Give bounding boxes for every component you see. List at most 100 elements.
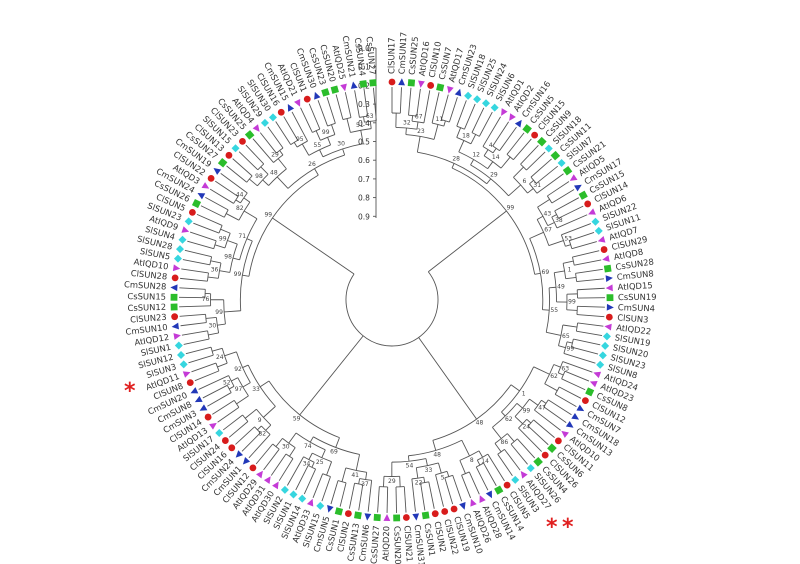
branch-segment	[468, 471, 480, 495]
bootstrap-label: 11	[435, 116, 443, 123]
bootstrap-label: 99	[264, 212, 272, 219]
species-marker	[485, 490, 492, 499]
branch-segment	[187, 240, 214, 250]
species-marker	[596, 360, 605, 369]
branch-arc	[246, 175, 253, 183]
branch-segment	[399, 87, 402, 114]
branch-segment	[319, 149, 324, 158]
bootstrap-label: 22	[415, 480, 423, 487]
branch-segment	[369, 121, 372, 129]
species-marker	[231, 144, 240, 153]
branch-segment	[358, 484, 364, 511]
species-marker	[204, 413, 212, 421]
branch-segment	[497, 453, 513, 476]
branch-arc	[527, 419, 534, 427]
branch-segment	[311, 462, 315, 468]
branch-arc	[492, 145, 500, 152]
branch-segment	[451, 163, 455, 169]
species-marker	[213, 168, 222, 175]
species-marker	[170, 303, 178, 311]
branch-segment	[461, 475, 472, 499]
branch-segment	[227, 240, 238, 245]
branch-segment	[321, 476, 331, 502]
leaf-label: CmSUN28	[124, 279, 167, 291]
species-marker	[605, 275, 613, 282]
branch-segment	[516, 403, 523, 409]
branch-segment	[513, 166, 524, 178]
bootstrap-label: 5	[441, 474, 445, 481]
branch-arc	[575, 273, 578, 282]
branch-arc	[226, 385, 232, 393]
branch-segment	[363, 88, 369, 117]
species-marker	[256, 470, 263, 479]
branch-segment	[179, 305, 211, 308]
branch-segment	[562, 324, 578, 328]
species-marker	[188, 208, 196, 216]
bootstrap-label: 8	[470, 457, 474, 464]
branch-segment	[244, 408, 257, 419]
species-marker	[340, 83, 347, 92]
branch-segment	[438, 462, 442, 474]
branch-segment	[224, 310, 241, 313]
bootstrap-label: 4	[489, 142, 493, 149]
leaf-label: CmSUN6	[357, 524, 371, 562]
species-marker	[511, 475, 520, 484]
branch-segment	[416, 136, 421, 153]
branch-segment	[558, 372, 564, 376]
bootstrap-label: 99	[507, 204, 515, 211]
branch-segment	[277, 158, 287, 170]
bootstrap-label: 29	[271, 151, 279, 158]
branch-segment	[500, 156, 511, 169]
species-marker	[330, 85, 339, 94]
branch-segment	[575, 268, 603, 274]
bootstrap-label: 65	[562, 333, 570, 340]
branch-segment	[238, 151, 259, 171]
scale-tick-label: 0.1	[358, 63, 370, 72]
species-marker	[541, 451, 549, 459]
branch-segment	[558, 345, 566, 349]
scale-tick-label: 0.7	[358, 175, 370, 184]
species-marker	[473, 95, 482, 104]
branch-segment	[228, 421, 249, 438]
branch-segment	[222, 414, 243, 431]
species-marker	[199, 404, 208, 411]
branch-segment	[448, 97, 458, 123]
species-marker	[190, 387, 199, 394]
branch-segment	[551, 189, 575, 204]
branch-arc	[501, 366, 535, 413]
bootstrap-label: 29	[388, 478, 396, 485]
root-branch	[299, 335, 364, 416]
branch-segment	[517, 438, 536, 459]
species-marker	[509, 113, 516, 121]
branch-segment	[561, 378, 586, 391]
branch-segment	[189, 231, 217, 242]
branch-segment	[432, 440, 437, 451]
branch-segment	[275, 121, 292, 145]
bootstrap-label: 49	[557, 283, 565, 290]
branch-segment	[342, 148, 346, 156]
bootstrap-label: 6	[523, 178, 527, 185]
branch-segment	[180, 277, 208, 282]
species-marker	[454, 88, 462, 97]
branch-segment	[278, 458, 294, 481]
branch-arc	[239, 218, 258, 260]
branch-segment	[180, 322, 207, 327]
branch-segment	[184, 249, 212, 258]
branch-segment	[529, 398, 539, 406]
branch-segment	[232, 257, 240, 261]
species-marker	[447, 85, 454, 94]
branch-segment	[321, 449, 326, 458]
branch-arc	[546, 195, 553, 204]
bootstrap-label: 53	[564, 235, 572, 242]
branch-segment	[423, 90, 431, 123]
leaf-label: CmSUN4	[618, 302, 655, 313]
branch-segment	[185, 346, 212, 355]
scale-tick-label: 0.0	[358, 44, 370, 53]
species-marker	[427, 82, 435, 89]
branch-segment	[308, 452, 313, 460]
branch-segment	[571, 346, 599, 355]
branch-segment	[478, 111, 493, 137]
branch-segment	[288, 432, 297, 444]
branch-segment	[576, 330, 603, 336]
branch-segment	[452, 475, 463, 502]
